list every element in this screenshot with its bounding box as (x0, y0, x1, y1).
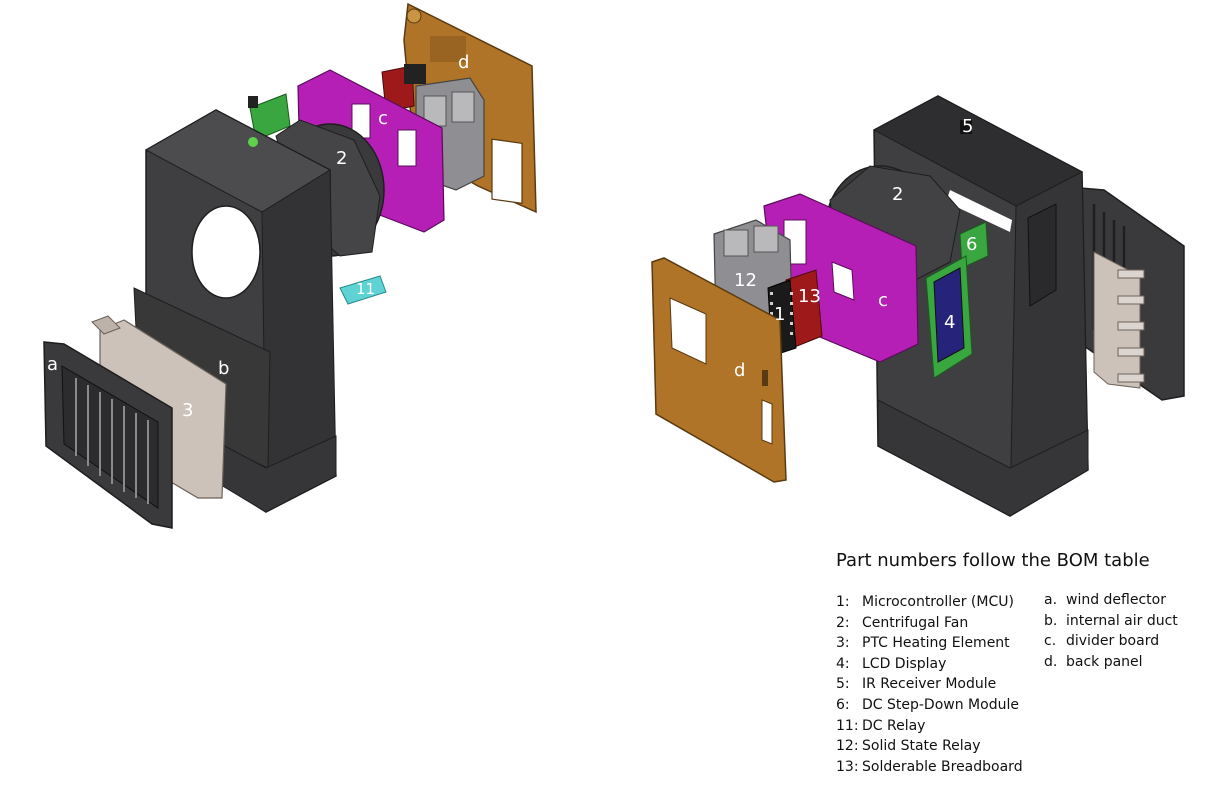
label-left-b: b (218, 358, 229, 379)
list-item: a.wind deflector (1044, 592, 1166, 608)
back-panel-right (651, 257, 787, 483)
stepdown-module-right (959, 221, 989, 269)
mcu-board-left (404, 64, 426, 84)
label-right-2: 2 (892, 184, 903, 205)
ir-receiver-right (960, 120, 972, 134)
lcd-display-right (925, 255, 973, 379)
label-right-d: d (734, 360, 745, 381)
label-right-c: c (878, 290, 888, 311)
label-right-12: 12 (734, 270, 757, 291)
list-item: 2:Centrifugal Fan (836, 614, 969, 631)
list-item: 5:IR Receiver Module (836, 676, 997, 693)
label-left-3: 3 (182, 400, 193, 421)
label-left-a: a (47, 354, 58, 375)
assembly-letter-list: a.wind deflector b.internal air duct c.d… (1044, 590, 1178, 672)
label-left-c: c (378, 108, 388, 129)
list-item: 1:Microcontroller (MCU) (836, 594, 1014, 610)
list-item: 12:Solid State Relay (836, 738, 981, 755)
list-item: 11:DC Relay (836, 717, 926, 734)
list-item: 6:DC Step-Down Module (836, 696, 1019, 713)
part-number-list: 1:Microcontroller (MCU) 2:Centrifugal Fa… (836, 592, 1023, 777)
wind-deflector-left (43, 341, 173, 529)
label-right-4: 4 (944, 312, 955, 333)
ir-sensor-left (248, 96, 258, 108)
list-item: c.divider board (1044, 633, 1160, 650)
label-right-5: 5 (962, 116, 973, 137)
ptc-element-right (1093, 251, 1145, 389)
right-exploded-view: 1 2 4 5 6 12 13 c d (651, 95, 1185, 517)
label-right-13: 13 (798, 286, 821, 307)
list-item: b.internal air duct (1044, 612, 1178, 629)
list-item: 13:Solderable Breadboard (836, 758, 1023, 775)
label-left-11: 11 (356, 280, 375, 298)
label-left-d: d (458, 52, 469, 73)
label-right-1: 1 (774, 304, 785, 325)
label-left-2: 2 (336, 148, 347, 169)
list-item: 4:LCD Display (836, 655, 947, 672)
list-item: d.back panel (1044, 653, 1143, 670)
legend-title: Part numbers follow the BOM table (836, 550, 1150, 571)
left-exploded-view: a b c d 2 3 11 (43, 2, 537, 529)
list-item: 3:PTC Heating Element (836, 635, 1010, 652)
dc-relay-left (339, 275, 387, 305)
bom-legend: Part numbers follow the BOM table 1:Micr… (836, 550, 1206, 785)
label-right-6: 6 (966, 234, 977, 255)
